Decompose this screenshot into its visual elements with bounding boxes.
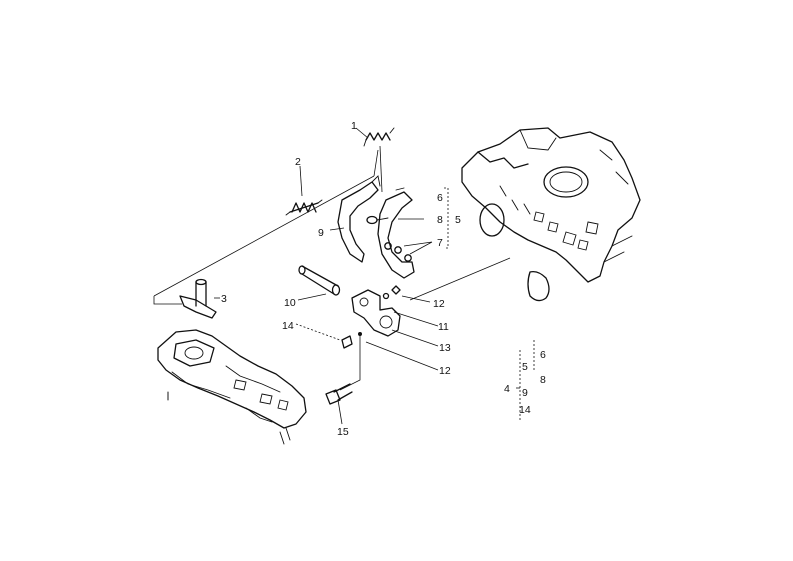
part-15-bolt xyxy=(325,383,353,405)
part-1-spring xyxy=(363,127,395,147)
legend-4: 4 xyxy=(504,383,510,395)
callout-8: 8 xyxy=(437,214,443,226)
part-3-lever-pin xyxy=(179,278,217,319)
callout-12-bottom: 12 xyxy=(439,365,451,377)
callout-13: 13 xyxy=(439,342,451,354)
callout-7: 7 xyxy=(437,237,443,249)
legend-group-4: 4 5 6 8 9 14 xyxy=(504,349,546,416)
callout-9: 9 xyxy=(318,227,324,239)
callout-1: 1 xyxy=(351,120,357,132)
callout-12-top: 12 xyxy=(433,298,445,310)
part-13-bracket-body xyxy=(351,285,401,337)
callout-15: 15 xyxy=(337,426,349,438)
part-2-coil-spring xyxy=(285,199,323,216)
callout-2: 2 xyxy=(295,156,301,168)
part-10-rod xyxy=(298,265,341,296)
part-9-lever-arm xyxy=(337,175,381,263)
legend-14: 14 xyxy=(519,404,531,416)
callout-10: 10 xyxy=(284,297,296,309)
callout-14: 14 xyxy=(282,320,294,332)
leader-lines xyxy=(153,127,511,425)
engine-block xyxy=(461,127,641,302)
callout-5: 5 xyxy=(455,214,461,226)
legend-5: 5 xyxy=(522,361,528,373)
manifold-housing xyxy=(157,329,307,445)
callout-labels: 1 2 3 6 8 5 7 9 10 12 11 14 13 12 15 xyxy=(221,120,461,438)
legend-8: 8 xyxy=(540,374,546,386)
group-bracket-5 xyxy=(444,187,449,249)
part-8-lever-assembly xyxy=(366,187,415,279)
legend-6: 6 xyxy=(540,349,546,361)
callout-6: 6 xyxy=(437,192,443,204)
callout-11: 11 xyxy=(438,321,449,333)
legend-bracket xyxy=(516,340,535,420)
callout-3: 3 xyxy=(221,293,227,305)
legend-9: 9 xyxy=(522,387,528,399)
part-14-screw xyxy=(341,332,362,349)
